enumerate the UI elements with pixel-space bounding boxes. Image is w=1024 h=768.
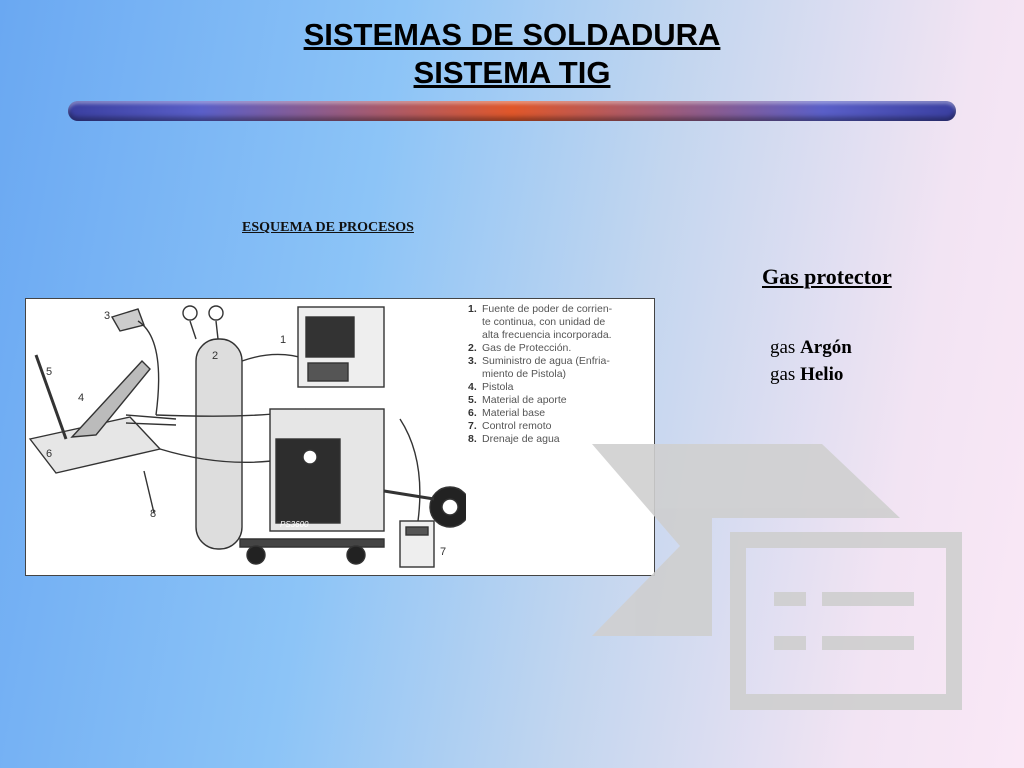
legend-num: 3.	[468, 355, 477, 367]
regulator-shape	[189, 320, 219, 340]
legend-text: te continua, con unidad de	[482, 316, 606, 328]
wheel-shape	[346, 545, 366, 565]
placeholder-line-shape	[822, 636, 914, 650]
gas-item-helio: gas Helio	[770, 361, 852, 388]
gauge-shape	[182, 305, 198, 321]
wheel-shape	[246, 545, 266, 565]
gas-cylinder-shape	[195, 338, 243, 550]
remote-display-shape	[405, 526, 429, 536]
title-divider-bar	[68, 101, 956, 121]
legend-text: Material base	[482, 407, 546, 419]
legend-text: Fuente de poder de corrien-	[482, 303, 613, 315]
legend-num: 6.	[468, 407, 477, 419]
wheel-hub-shape	[441, 498, 459, 516]
placeholder-frame-shape	[730, 532, 962, 710]
cart-axle-shape	[383, 489, 435, 501]
legend-text: Gas de Protección.	[482, 342, 572, 354]
callout-1: 1	[280, 334, 286, 346]
legend-text: alta frecuencia incorporada.	[482, 329, 612, 341]
legend-text: Pistola	[482, 381, 514, 393]
legend-num: 8.	[468, 433, 477, 445]
callout-6: 6	[46, 448, 52, 460]
title-line-1: SISTEMAS DE SOLDADURA	[303, 17, 721, 52]
legend-num: 1.	[468, 303, 477, 315]
legend-item: 3. Suministro de agua (Enfria-	[468, 355, 612, 368]
diagram-legend: 1. Fuente de poder de corrien- te continu…	[468, 303, 612, 446]
drain-hose-shape	[143, 470, 155, 514]
callout-5: 5	[46, 366, 52, 378]
remote-cable-shape	[399, 418, 421, 522]
gas-prefix: gas	[770, 364, 801, 385]
callout-7: 7	[440, 546, 446, 558]
tig-process-diagram: 3 2 1 4 5 6 7 8 PS3600 1. Fuente de poder…	[25, 298, 655, 576]
placeholder-arrow-shape	[592, 444, 900, 636]
callout-3: 3	[104, 310, 110, 322]
machine-model-label: PS3600	[280, 520, 309, 529]
water-line-shape	[137, 320, 160, 416]
legend-text: Control remoto	[482, 420, 552, 432]
legend-item: 8. Drenaje de agua	[468, 433, 612, 446]
schema-caption: ESQUEMA DE PROCESOS	[242, 220, 414, 235]
gas-name: Helio	[800, 364, 844, 385]
gas-name: Argón	[800, 337, 852, 358]
tig-equipment-illustration: 3 2 1 4 5 6 7 8 PS3600	[28, 305, 471, 568]
cart-base-shape	[239, 538, 385, 548]
legend-num: 4.	[468, 381, 477, 393]
legend-item: 5. Material de aporte	[468, 394, 612, 407]
legend-text: miento de Pistola)	[482, 368, 567, 380]
legend-text: Material de aporte	[482, 394, 567, 406]
gauge-shape	[208, 305, 224, 321]
legend-item: 7. Control remoto	[468, 420, 612, 433]
knob-shape	[302, 449, 318, 465]
callout-4: 4	[78, 392, 84, 404]
legend-num: 5.	[468, 394, 477, 406]
hf-panel-shape	[305, 316, 355, 358]
title-line-2: SISTEMA TIG	[413, 55, 611, 90]
callout-2: 2	[212, 350, 218, 362]
legend-item: 1. Fuente de poder de corrien-	[468, 303, 612, 316]
slide-title: SISTEMAS DE SOLDADURA SISTEMA TIG	[0, 16, 1024, 92]
callout-8: 8	[150, 508, 156, 520]
legend-text: Suministro de agua (Enfria-	[482, 355, 610, 367]
placeholder-line-shape	[822, 592, 914, 606]
legend-item: 2. Gas de Protección.	[468, 342, 612, 355]
legend-item: 4. Pistola	[468, 381, 612, 394]
placeholder-bullet-shape	[774, 636, 806, 650]
filler-rod-shape	[34, 354, 68, 440]
legend-text: Drenaje de agua	[482, 433, 560, 445]
hf-panel-shape	[307, 362, 349, 382]
gas-item-argon: gas Argón	[770, 334, 852, 361]
gas-heading: Gas protector	[762, 264, 892, 289]
gas-list: gas Argón gas Helio	[770, 334, 852, 388]
placeholder-bullet-shape	[774, 592, 806, 606]
gas-prefix: gas	[770, 337, 801, 358]
torch-shape	[70, 359, 151, 438]
legend-item: 6. Material base	[468, 407, 612, 420]
legend-num: 2.	[468, 342, 477, 354]
torch-hose-shape	[125, 414, 177, 426]
legend-num: 7.	[468, 420, 477, 432]
